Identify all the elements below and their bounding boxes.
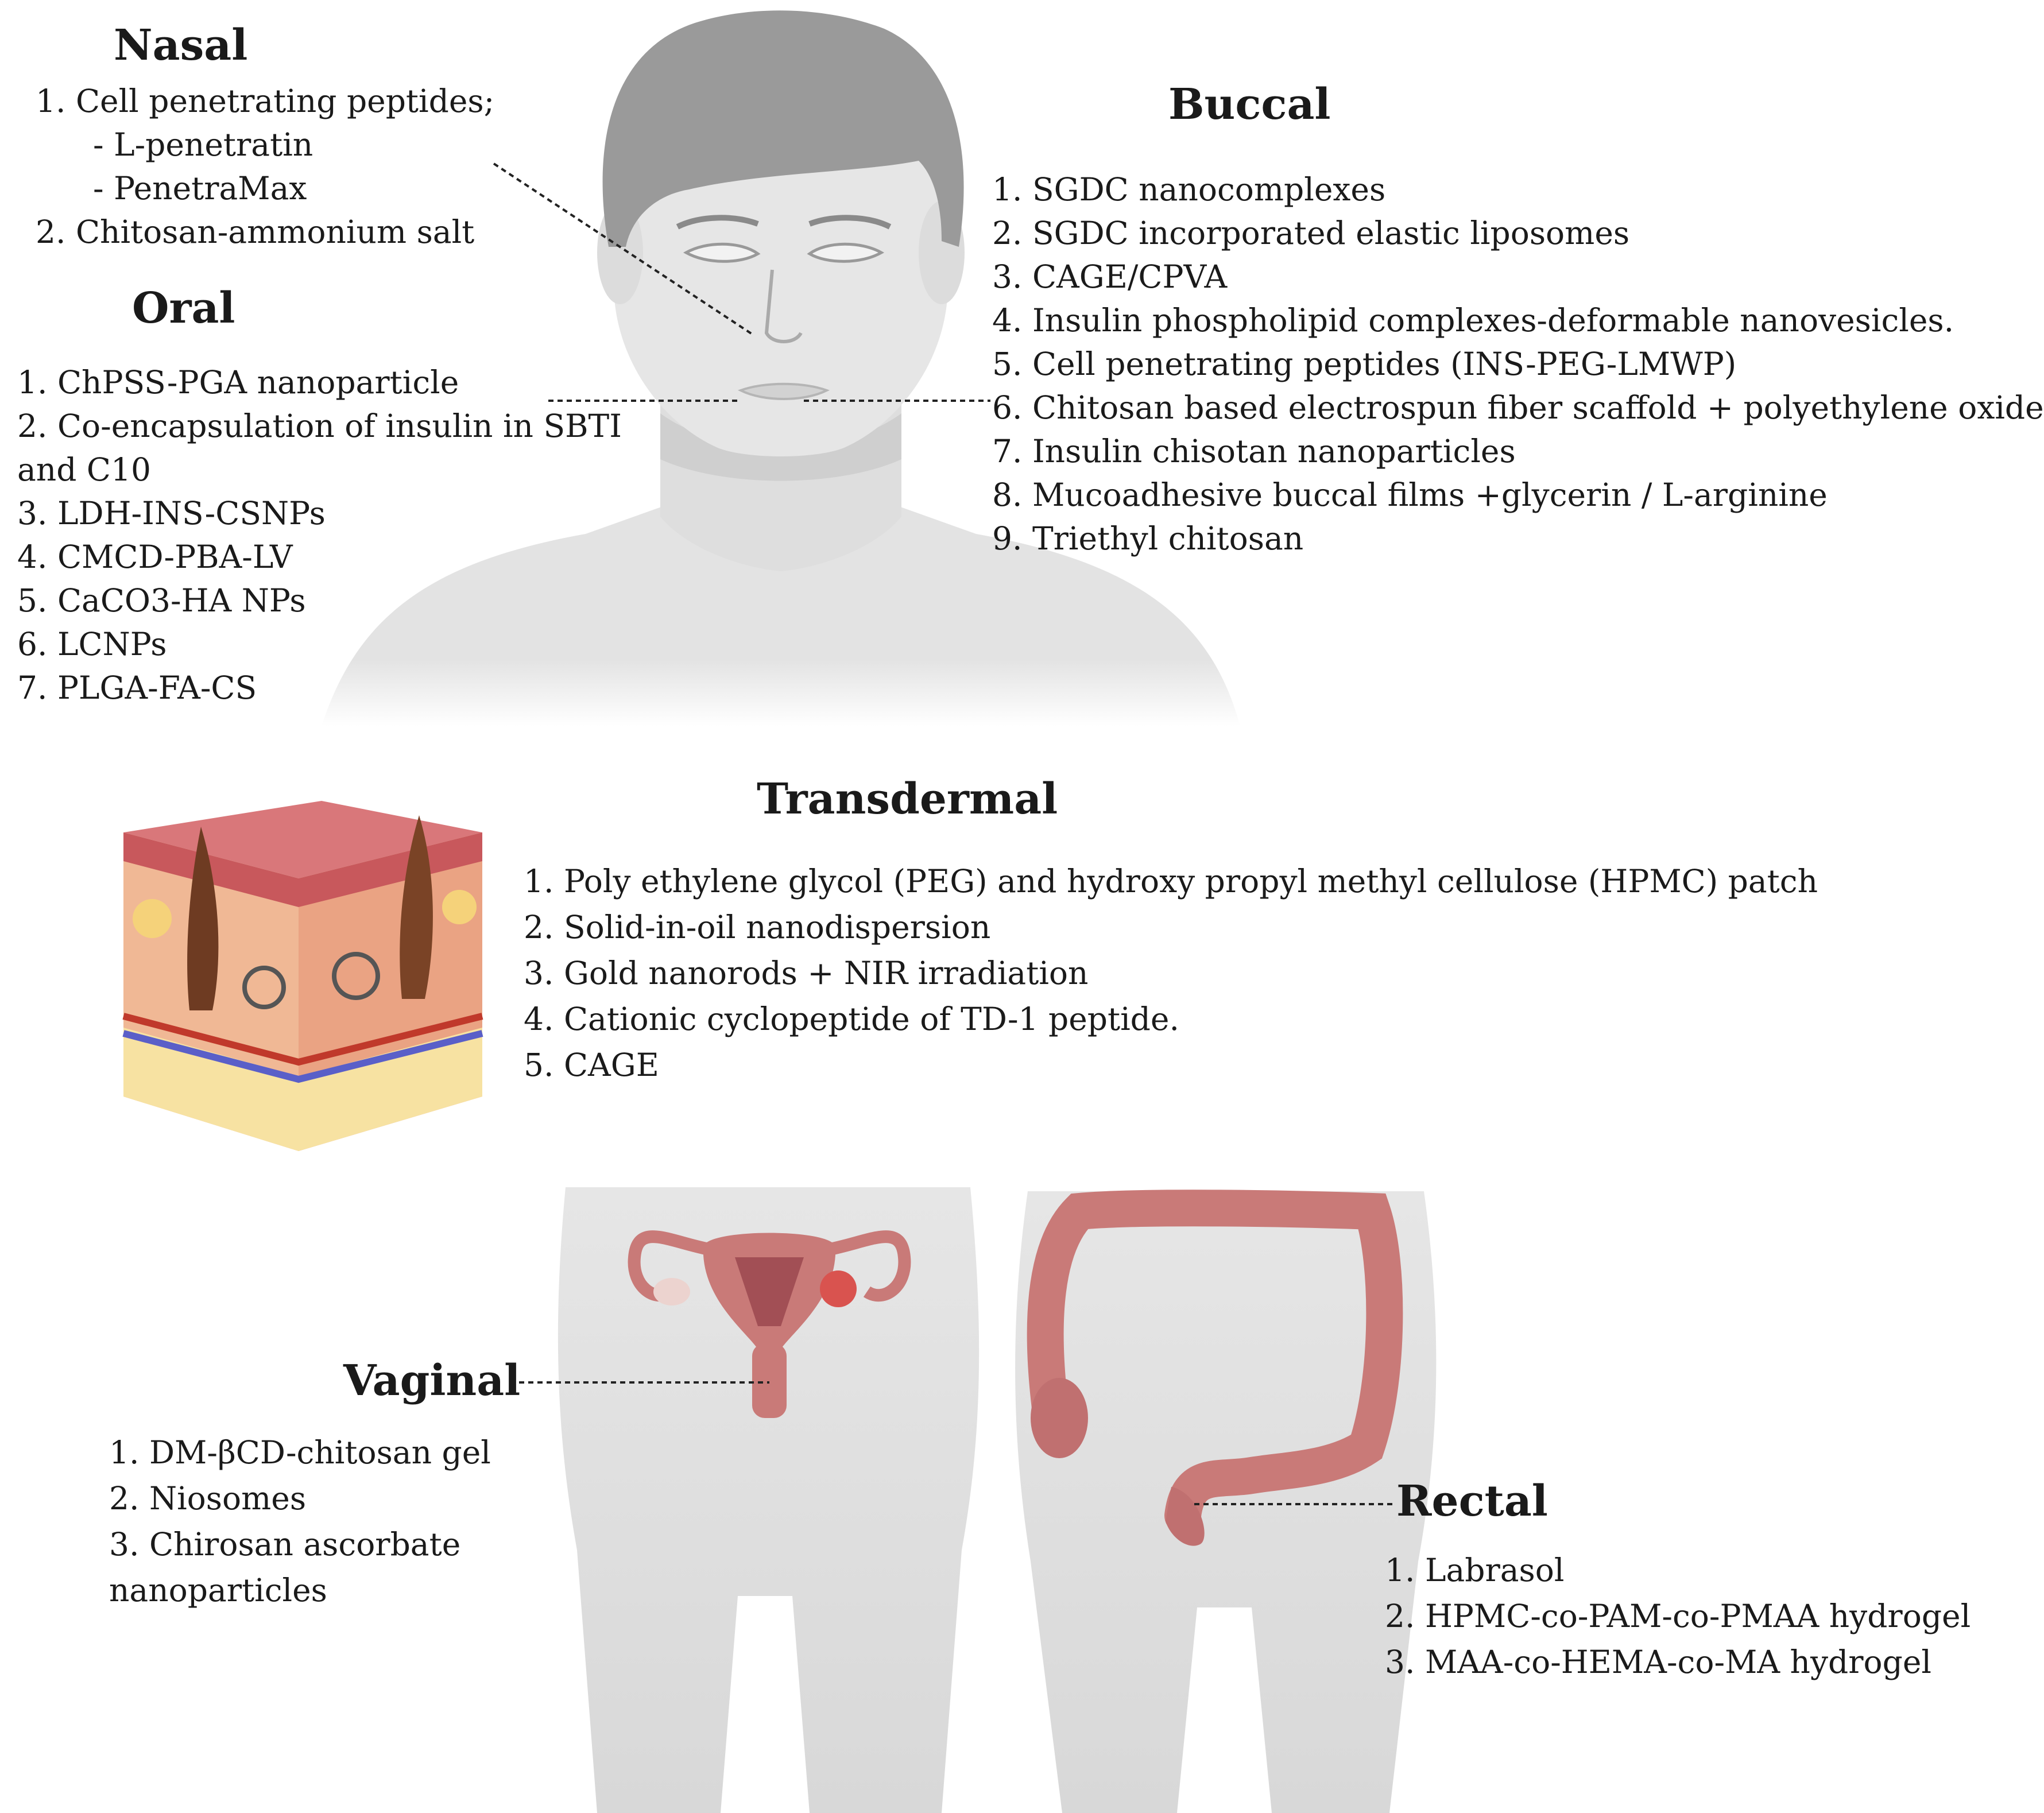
vaginal-heading: Vaginal [343,1356,521,1405]
oral-item-8: 7. PLGA-FA-CS [17,669,257,706]
buccal-item-7: 7. Insulin chisotan nanoparticles [992,433,1516,470]
vaginal-list: 1. DM-βCD-chitosan gel 2. Niosomes 3. Ch… [109,1430,491,1613]
transdermal-item-3: 3. Gold nanorods + NIR irradiation [524,955,1089,991]
buccal-list: 1. SGDC nanocomplexes 2. SGDC incorporat… [992,168,2044,560]
oral-item-5: 4. CMCD-PBA-LV [17,539,293,575]
rectal-item-1: 1. Labrasol [1385,1552,1565,1589]
female-lower-body [558,1187,980,1813]
left-eye [683,242,761,263]
buccal-item-5: 5. Cell penetrating peptides (INS-PEG-LM… [992,346,1737,382]
sweat-gland-2 [332,952,380,1000]
nasal-item-2: - L-penetratin [93,126,313,163]
buccal-heading: Buccal [1168,80,1331,129]
rectal-item-2: 2. HPMC-co-PAM-co-PMAA hydrogel [1385,1598,1971,1634]
cecum [1031,1378,1088,1458]
colon-pelvis-illustration [1015,1190,1437,1813]
human-head-illustration [322,10,1240,726]
nasal-connector-line [493,162,753,335]
hair-shape [602,10,964,247]
vaginal-item-3: 3. Chirosan ascorbate [109,1526,461,1563]
oil-gland-1 [133,899,172,938]
buccal-item-1: 1. SGDC nanocomplexes [992,171,1386,208]
transdermal-item-5: 5. CAGE [524,1047,659,1083]
nasal-item-4: 2. Chitosan-ammonium salt [36,214,475,250]
sweat-gland-1 [242,966,286,1009]
rectum [1166,1487,1205,1546]
oral-item-2: 2. Co-encapsulation of insulin in SBTI [17,408,622,444]
nasal-heading: Nasal [114,21,248,70]
nasal-list: 1. Cell penetrating peptides; - L-penetr… [36,79,494,254]
transdermal-item-4: 4. Cationic cyclopeptide of TD-1 peptide… [524,1001,1179,1037]
blood-vessel-red [122,1013,483,1066]
buccal-item-3: 3. CAGE/CPVA [992,258,1228,295]
transdermal-item-1: 1. Poly ethylene glycol (PEG) and hydrox… [524,863,1818,900]
right-eye [807,242,885,263]
oral-item-7: 6. LCNPs [17,626,167,663]
rectal-item-3: 3. MAA-co-HEMA-co-MA hydrogel [1385,1644,1931,1680]
blood-vessel-blue [122,1030,483,1083]
transdermal-heading: Transdermal [757,774,1058,824]
male-lower-body [1015,1191,1437,1813]
vaginal-item-2: 2. Niosomes [109,1480,307,1517]
left-ovary [653,1278,690,1305]
skin-top-surface [123,801,482,878]
left-eyebrow [676,215,759,230]
hair-follicle-left [187,827,219,1010]
transdermal-list: 1. Poly ethylene glycol (PEG) and hydrox… [524,858,1818,1088]
shoulders-shape [322,505,1240,726]
nasal-item-1: 1. Cell penetrating peptides; [36,83,495,119]
neck-shadow [660,413,901,481]
female-pelvis-illustration [558,1187,980,1813]
buccal-item-9: 9. Triethyl chitosan [992,520,1304,557]
skin-cross-section-illustration [122,801,483,1151]
oral-list: 1. ChPSS-PGA nanoparticle 2. Co-encapsul… [17,361,622,710]
uterus-inner [735,1257,804,1326]
right-ovary [820,1270,857,1307]
nasal-item-3: - PenetraMax [93,170,307,207]
hair-follicle-right [400,815,433,999]
oil-gland-2 [442,890,477,924]
buccal-item-2: 2. SGDC incorporated elastic liposomes [992,215,1630,251]
transdermal-item-2: 2. Solid-in-oil nanodispersion [524,909,991,946]
buccal-item-8: 8. Mucoadhesive buccal films +glycerin /… [992,477,1828,513]
oral-item-3: and C10 [17,451,151,488]
right-fallopian-tube [831,1230,911,1302]
nose [764,269,803,343]
right-eyebrow [808,215,892,230]
vaginal-item-4: nanoparticles [109,1572,327,1609]
vaginal-canal [752,1343,787,1418]
buccal-item-4: 4. Insulin phospholipid complexes-deform… [992,302,1954,339]
vaginal-item-1: 1. DM-βCD-chitosan gel [109,1434,491,1471]
buccal-item-6: 6. Chitosan based electrospun fiber scaf… [992,389,2044,426]
rectal-list: 1. Labrasol 2. HPMC-co-PAM-co-PMAA hydro… [1385,1547,1971,1685]
oral-item-6: 5. CaCO3-HA NPs [17,582,306,619]
rectal-heading: Rectal [1396,1477,1548,1526]
oral-item-1: 1. ChPSS-PGA nanoparticle [17,364,459,401]
oral-heading: Oral [132,284,235,333]
mouth [737,382,830,400]
colon-path [1027,1190,1403,1534]
oral-item-4: 3. LDH-INS-CSNPs [17,495,326,532]
